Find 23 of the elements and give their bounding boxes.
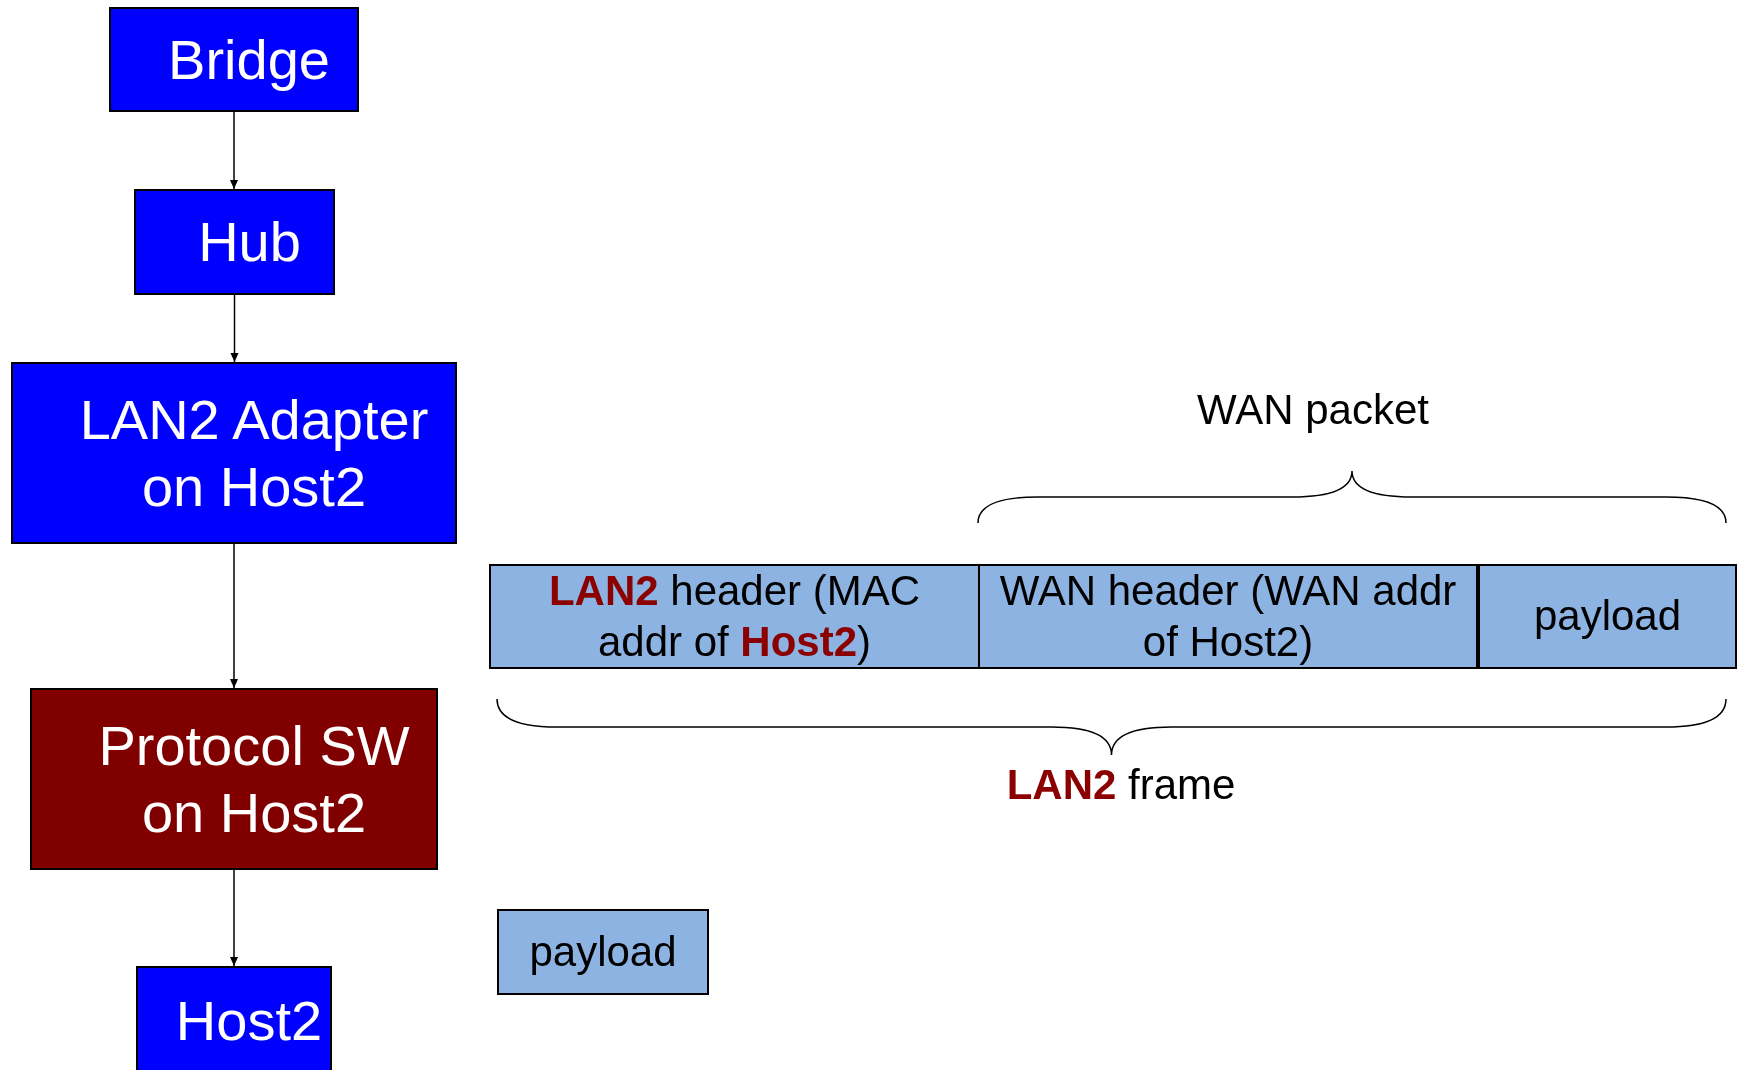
box-label: Hub bbox=[198, 209, 301, 276]
arrow bbox=[230, 111, 238, 190]
box-label: Protocol SW on Host2 bbox=[97, 712, 411, 846]
box-label: Host2 bbox=[175, 988, 323, 1055]
box-label: LAN2 header (MAC addr of Host2) bbox=[547, 566, 922, 667]
box-label: WAN header (WAN addr of Host2) bbox=[998, 566, 1458, 667]
packet-field bbox=[489, 564, 980, 669]
box-label: LAN2 Adapter on Host2 bbox=[78, 386, 430, 520]
packet-field bbox=[1478, 564, 1737, 669]
device-box bbox=[134, 189, 335, 295]
arrow bbox=[230, 869, 238, 967]
device-box bbox=[109, 7, 359, 112]
packet-field bbox=[497, 909, 709, 995]
box-label: Bridge bbox=[168, 26, 330, 93]
software-box bbox=[30, 688, 438, 870]
device-box bbox=[136, 966, 332, 1070]
brace-label: WAN packet bbox=[1197, 386, 1429, 434]
brace-label: LAN2 frame bbox=[1006, 761, 1236, 809]
arrow bbox=[230, 543, 238, 689]
box-label: payload bbox=[529, 926, 677, 977]
box-label: payload bbox=[1533, 591, 1682, 642]
device-box bbox=[11, 362, 457, 544]
arrow bbox=[230, 294, 239, 363]
